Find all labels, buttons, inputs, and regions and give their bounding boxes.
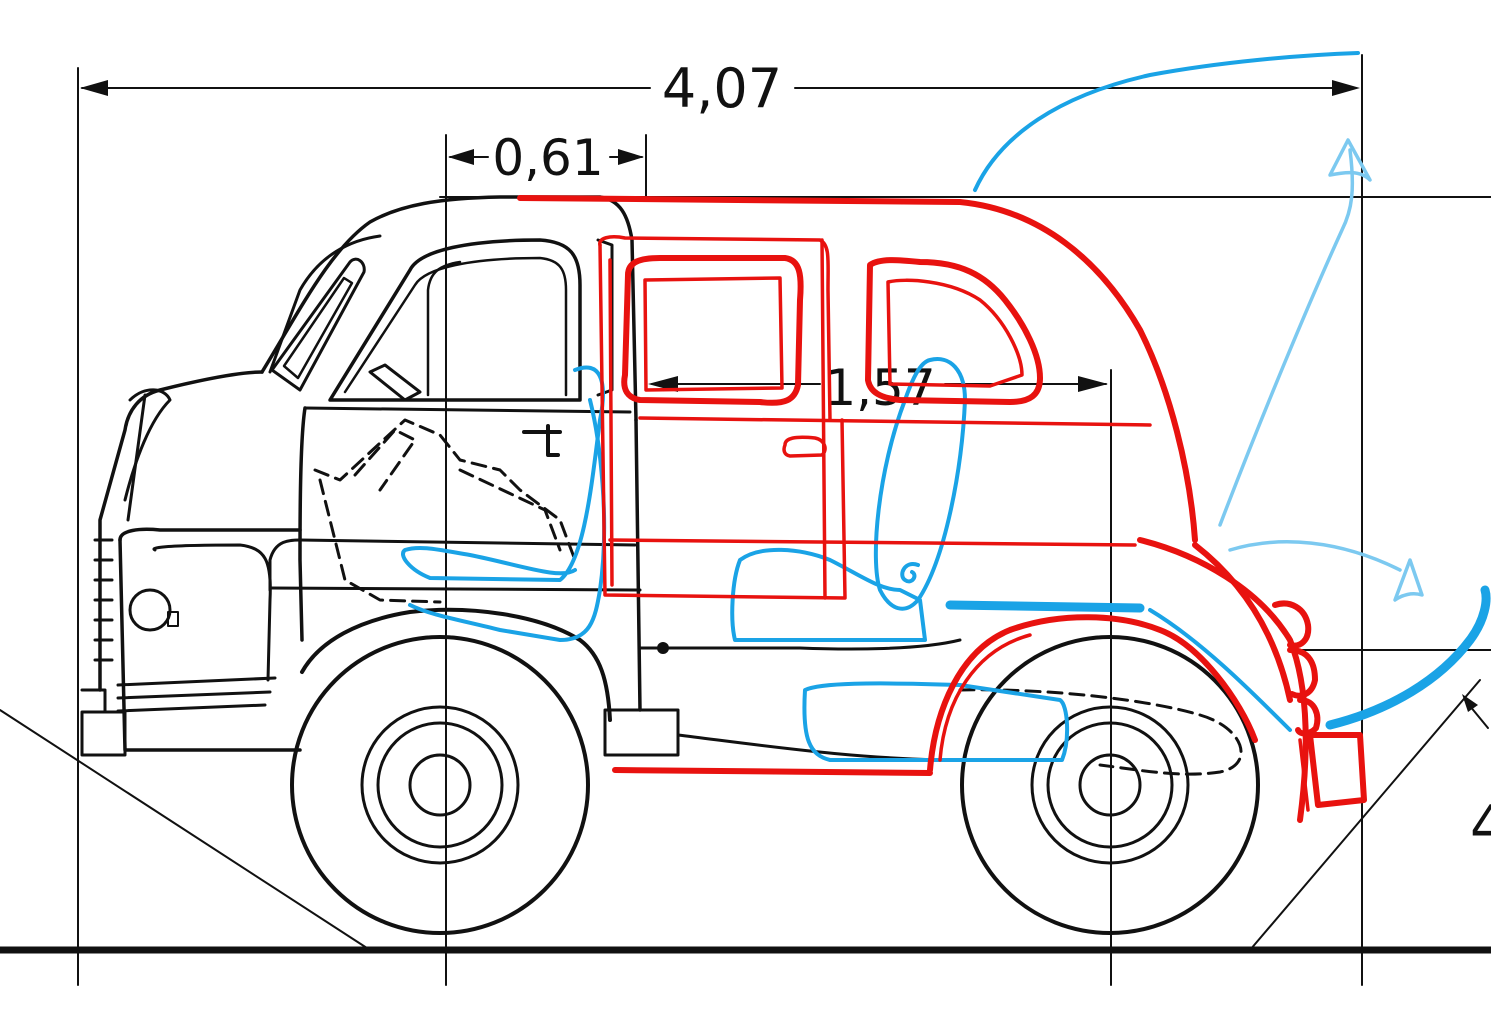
red-sketch-overlay [517, 195, 1367, 823]
edge-fragment-label: 4 [1470, 794, 1491, 859]
light-blue-arrows [1218, 138, 1424, 602]
reference-lines [0, 54, 1491, 986]
original-cab-outline [80, 195, 1243, 776]
front-wheel [290, 607, 612, 935]
approach-angle-line [0, 709, 371, 951]
dimension-front-offset: 0,61 [448, 129, 644, 187]
front-offset-label: 0,61 [492, 129, 603, 187]
overall-length-label: 4,07 [662, 57, 782, 120]
angle-arrow [1462, 694, 1489, 729]
dimension-overall-length: 4,07 [80, 57, 1360, 120]
rear-wheel [960, 635, 1260, 935]
departure-angle-line [1249, 679, 1481, 951]
